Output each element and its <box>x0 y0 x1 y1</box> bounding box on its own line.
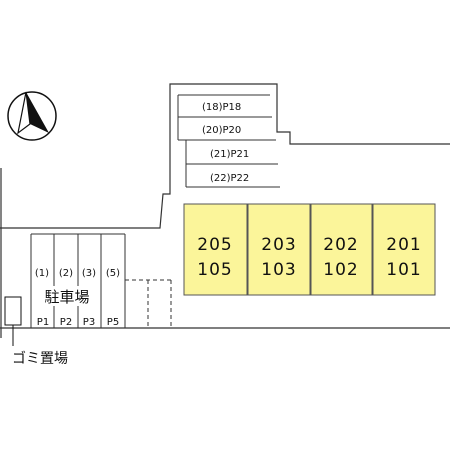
space-number-3: (3) <box>82 268 96 279</box>
parking-lot-reserved-spaces <box>125 279 172 328</box>
unit-number-201: 201 <box>386 235 421 255</box>
parking-label-p20: (20)P20 <box>202 125 241 136</box>
unit-number-105: 105 <box>197 260 232 280</box>
space-label-p1: P1 <box>37 317 49 328</box>
unit-202-102[interactable] <box>310 203 373 296</box>
parking-label-p21: (21)P21 <box>210 149 249 160</box>
unit-number-205: 205 <box>197 235 232 255</box>
space-number-5: (5) <box>106 268 120 279</box>
site-boundary <box>0 83 450 338</box>
space-label-p5: P5 <box>107 317 119 328</box>
space-number-1: (1) <box>35 268 49 279</box>
unit-205-105[interactable] <box>183 203 248 296</box>
space-label-p2: P2 <box>60 317 72 328</box>
unit-number-102: 102 <box>323 260 358 280</box>
unit-number-103: 103 <box>261 260 296 280</box>
north-arrow-icon <box>7 91 57 141</box>
parking-label-p22: (22)P22 <box>210 173 249 184</box>
parking-label-p18: (18)P18 <box>202 102 241 113</box>
trash-area <box>4 296 22 326</box>
space-number-2: (2) <box>59 268 73 279</box>
unit-number-202: 202 <box>323 235 358 255</box>
lot-title-bg <box>38 286 96 306</box>
unit-number-203: 203 <box>261 235 296 255</box>
building-units <box>183 203 436 296</box>
top-parking-area <box>177 94 280 188</box>
unit-203-103[interactable] <box>247 203 311 296</box>
trash-area-label: ゴミ置場 <box>12 350 68 367</box>
space-label-p3: P3 <box>83 317 95 328</box>
unit-201-101[interactable] <box>372 203 436 296</box>
parking-lot-title: 駐車場 <box>44 288 89 306</box>
parking-lot <box>30 233 126 328</box>
unit-number-101: 101 <box>386 260 421 280</box>
